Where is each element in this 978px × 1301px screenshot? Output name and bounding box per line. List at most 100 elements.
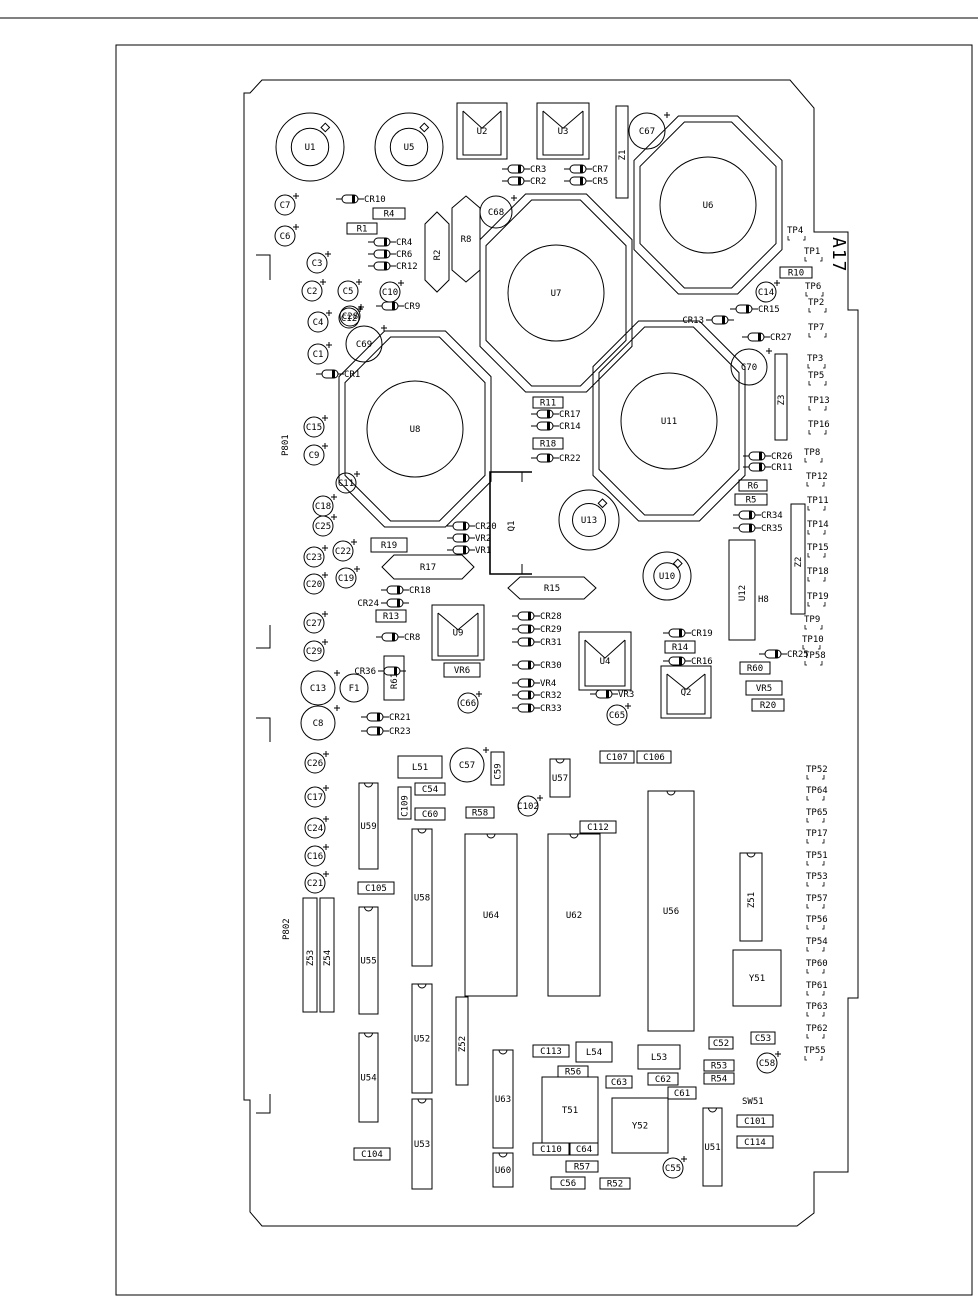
cr34-label: CR34 [761, 511, 783, 521]
diode-cr4: CR4 [368, 237, 412, 248]
tp16-label: TP16 [808, 420, 830, 430]
c56-label: C56 [560, 1179, 576, 1189]
capacitor-c1: C1 [307, 342, 332, 365]
test-point-tp5: TP5 [808, 371, 827, 386]
u11-label: U11 [661, 417, 677, 427]
connector-p802-bracket-top [256, 717, 271, 742]
part-t51: T51 [541, 1076, 599, 1144]
cr12-label: CR12 [396, 262, 418, 272]
cr29-label: CR29 [540, 625, 562, 635]
c25-label: C25 [315, 522, 331, 532]
z2-label: Z2 [794, 557, 804, 568]
r15-label: R15 [544, 584, 560, 594]
part-z2: Z2 [790, 503, 806, 615]
capacitor-c11: C11 [335, 471, 360, 494]
tp65-label: TP65 [806, 808, 828, 818]
part-q1: Q1 [489, 471, 532, 575]
u52-label: U52 [414, 1035, 430, 1045]
part-u59: U59 [358, 782, 379, 870]
tp62-label: TP62 [806, 1024, 828, 1034]
test-point-tp7: TP7 [808, 323, 827, 338]
part-c53: C53 [750, 1031, 776, 1045]
r52-label: R52 [607, 1180, 623, 1190]
test-point-tp1: TP1 [804, 247, 823, 262]
diode-cr10: CR10 [336, 194, 386, 205]
part-u53: U53 [411, 1098, 433, 1190]
round-part-c13: C13 [300, 670, 340, 706]
l51-label: L51 [412, 763, 428, 773]
part-c104: C104 [353, 1147, 391, 1161]
r61-label: R61 [390, 673, 400, 689]
round-part-u10: U10 [642, 551, 692, 601]
capacitor-c19: C19 [335, 566, 360, 589]
capacitor-c12: C12 [338, 306, 363, 329]
tp18-label: TP18 [807, 567, 829, 577]
c101-label: C101 [744, 1117, 766, 1127]
c16-label: C16 [307, 852, 323, 862]
u57-label: U57 [552, 774, 568, 784]
part-r5: R5 [734, 493, 768, 506]
c109-label: C109 [401, 795, 411, 817]
test-point-tp17: TP17 [806, 829, 828, 844]
part-l53: L53 [637, 1044, 681, 1070]
diode-vr3: VR3 [590, 689, 634, 700]
r1-label: R1 [357, 225, 368, 235]
diode-cr21: CR21 [361, 712, 411, 723]
diode-cr19: CR19 [663, 628, 713, 639]
part-u3: U3 [536, 102, 590, 160]
capacitor-c7: C7 [274, 193, 299, 216]
part-r18: R18 [532, 437, 564, 450]
c112-label: C112 [587, 823, 609, 833]
round-part-c69: C69 [345, 325, 387, 363]
cr23-label: CR23 [389, 727, 411, 737]
test-point-tp9: TP9 [804, 615, 823, 630]
c53-label: C53 [755, 1034, 771, 1044]
p802-label: P802 [282, 918, 292, 940]
part-y52: Y52 [611, 1097, 669, 1154]
part-r8: R8 [451, 195, 481, 283]
diode-cr1: CR1 [316, 369, 360, 380]
r8-label: R8 [461, 235, 472, 245]
cr27-label: CR27 [770, 333, 792, 343]
capacitor-c3: C3 [306, 251, 331, 274]
cr31-label: CR31 [540, 638, 562, 648]
cr21-label: CR21 [389, 713, 411, 723]
regulator-u7: U7 [479, 193, 633, 393]
cr32-label: CR32 [540, 691, 562, 701]
diode-vr4: VR4 [512, 678, 556, 689]
l53-label: L53 [651, 1053, 667, 1063]
capacitor-c10: C10 [379, 280, 404, 303]
u55-label: U55 [360, 957, 376, 967]
c5-label: C5 [343, 287, 354, 297]
capacitor-c9: C9 [303, 443, 328, 466]
tp2-label: TP2 [808, 298, 824, 308]
r6-label: R6 [748, 482, 759, 492]
capacitor-c24: C24 [304, 816, 329, 839]
u2-label: U2 [477, 127, 488, 137]
z53-label: Z53 [306, 950, 316, 966]
cr18-label: CR18 [409, 586, 431, 596]
capacitor-c15: C15 [303, 415, 328, 438]
tp19-label: TP19 [807, 592, 829, 602]
diode-cr25: CR25 [759, 649, 809, 660]
q1-label: Q1 [507, 521, 517, 532]
part-u4: U4 [578, 631, 632, 691]
diode-cr13: CR13 [682, 315, 734, 326]
cr2-label: CR2 [530, 177, 546, 187]
c105-label: C105 [365, 884, 387, 894]
part-c105: C105 [357, 881, 395, 895]
r56-label: R56 [565, 1068, 581, 1078]
vr2-label: VR2 [475, 534, 491, 544]
cr6-label: CR6 [396, 250, 412, 260]
test-point-tp13: TP13 [808, 396, 830, 411]
capacitor-c18: C18 [312, 494, 337, 517]
part-c114: C114 [736, 1135, 774, 1149]
test-point-tp19: TP19 [807, 592, 829, 607]
tp57-label: TP57 [806, 894, 828, 904]
c57-label: C57 [459, 761, 475, 771]
cr1-label: CR1 [344, 370, 360, 380]
part-r53: R53 [703, 1059, 735, 1072]
part-u54: U54 [358, 1032, 379, 1123]
test-point-tp58: TP58 [804, 651, 826, 666]
